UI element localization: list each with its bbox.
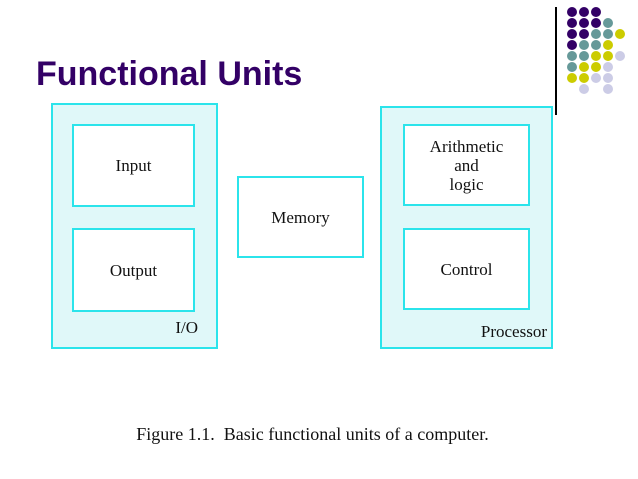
output-box-label: Output [109, 260, 158, 280]
io-panel-label: I/O [175, 318, 198, 337]
dot [603, 84, 613, 94]
dot [567, 7, 577, 17]
output-box: Output [72, 228, 195, 312]
dot [567, 51, 577, 61]
memory-box-label: Memory [271, 207, 330, 227]
dot [591, 51, 601, 61]
dot [579, 73, 589, 83]
vertical-rule [555, 7, 557, 115]
dot [579, 40, 589, 50]
dot [567, 29, 577, 39]
dot [567, 73, 577, 83]
dot [579, 84, 589, 94]
dot [603, 73, 613, 83]
dot [567, 18, 577, 28]
slide-title: Functional Units [36, 55, 303, 93]
dot [591, 62, 601, 72]
control-box-label: Control [440, 259, 493, 279]
dot [591, 40, 601, 50]
dot [603, 40, 613, 50]
dot [615, 29, 625, 39]
dot [603, 51, 613, 61]
processor-panel-label: Processor [480, 322, 547, 341]
alu-box-label-line1: Arithmetic [429, 136, 504, 156]
dot [579, 51, 589, 61]
dot [591, 7, 601, 17]
dot [603, 18, 613, 28]
alu-box-label-line3: logic [449, 174, 484, 194]
dot [567, 40, 577, 50]
dot [615, 51, 625, 61]
dot [603, 62, 613, 72]
memory-box: Memory [237, 176, 364, 258]
dot [579, 62, 589, 72]
control-box: Control [403, 228, 530, 310]
dot [591, 73, 601, 83]
dot [603, 29, 613, 39]
dot [579, 18, 589, 28]
figure-caption: Figure 1.1. Basic functional units of a … [136, 424, 489, 444]
alu-box-label-line2: and [454, 155, 479, 175]
input-box: Input [72, 124, 195, 207]
dots-decoration [567, 7, 625, 94]
dot [591, 29, 601, 39]
arithmetic-logic-box: Arithmetic and logic [403, 124, 530, 206]
dot [567, 62, 577, 72]
dot [591, 18, 601, 28]
dot [579, 7, 589, 17]
input-box-label: Input [115, 156, 152, 175]
dot [579, 29, 589, 39]
